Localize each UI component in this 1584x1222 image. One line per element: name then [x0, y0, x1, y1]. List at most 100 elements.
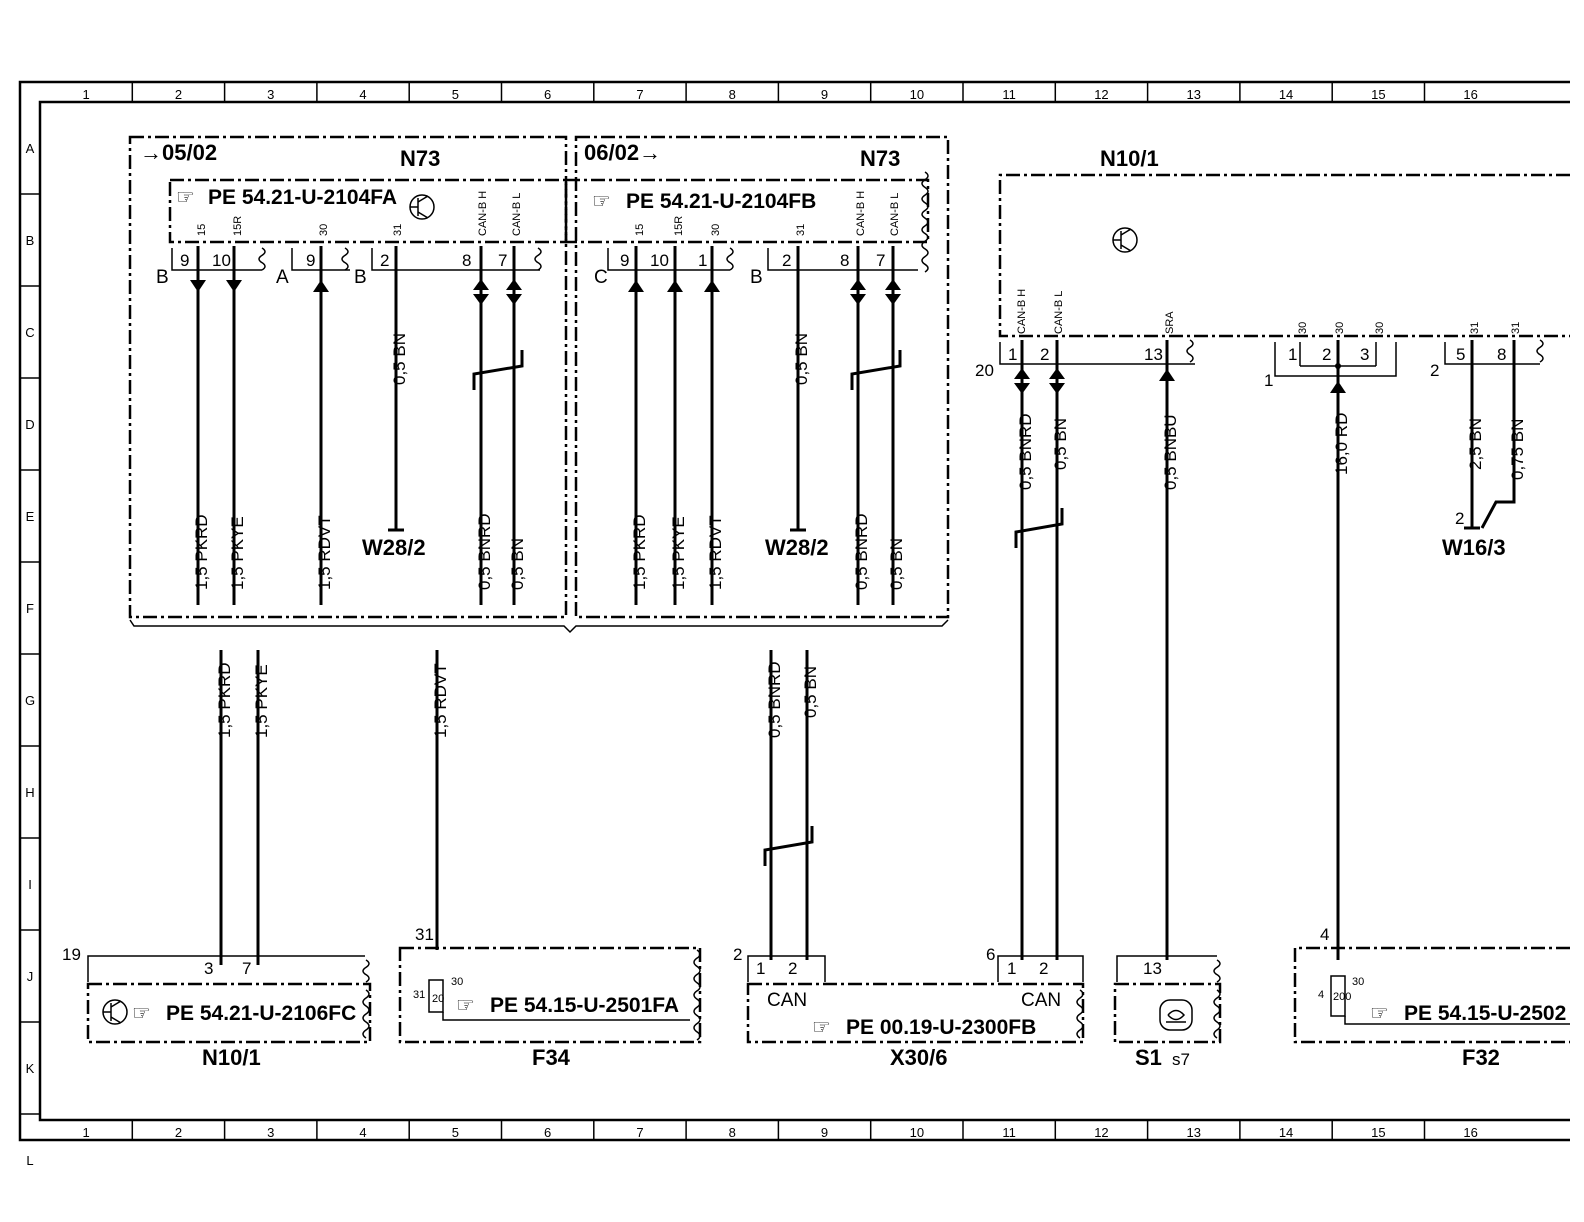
wire-label: 2,5 BN — [1466, 418, 1485, 470]
pin-number: 3 — [204, 959, 213, 978]
transistor-icon — [102, 999, 128, 1025]
ground-label: W28/2 — [765, 535, 829, 560]
pin-number: 2 — [788, 959, 797, 978]
plug-label: C — [594, 267, 608, 288]
wire-label: 1,5 RDVT — [315, 515, 334, 590]
pin-number: 7 — [242, 959, 251, 978]
pin-name: 4 — [1318, 989, 1324, 1001]
wire-label: 1,5 RDVT — [431, 663, 450, 738]
break-mark — [726, 247, 734, 271]
pin-number: 9 — [306, 251, 315, 270]
pin-name: 15R — [673, 216, 685, 236]
reference-label: PE 54.21-U-2104FB — [626, 190, 816, 213]
column-number: 9 — [821, 1125, 828, 1140]
pin-number: 9 — [180, 251, 189, 270]
wire-lines — [1299, 340, 1377, 960]
component-sublabel: s7 — [1172, 1050, 1190, 1069]
pin-number: 2 — [1322, 345, 1331, 364]
pin-number: 10 — [212, 251, 231, 270]
row-letter: K — [26, 1061, 35, 1076]
row-letter: C — [25, 325, 34, 340]
column-number: 9 — [821, 87, 828, 102]
s1-switch: 13 S1 s7 — [1113, 955, 1222, 1070]
column-number: 14 — [1279, 1125, 1293, 1140]
column-number: 16 — [1463, 87, 1477, 102]
wire-label: 0,5 BNRD — [1016, 413, 1035, 490]
pin-number: 2 — [782, 251, 791, 270]
pin-name: SRA — [1164, 311, 1176, 334]
row-letter: H — [25, 785, 34, 800]
component-label: F34 — [532, 1045, 571, 1070]
column-number: 4 — [359, 1125, 366, 1140]
column-number: 13 — [1187, 87, 1201, 102]
column-number: 2 — [175, 87, 182, 102]
column-number: 4 — [359, 87, 366, 102]
wire-label: 0,5 BN — [508, 538, 527, 590]
module-label: N10/1 — [1100, 146, 1159, 171]
direction-arrows — [190, 279, 522, 305]
column-number: 12 — [1094, 87, 1108, 102]
ref-marker: ☞ — [132, 1002, 151, 1025]
pin-name: 30 — [1352, 976, 1364, 988]
wire-label: 0,5 BNRD — [765, 661, 784, 738]
group-brace — [129, 619, 949, 634]
pin-name: CAN-B H — [855, 191, 867, 236]
break-mark — [1213, 959, 1221, 983]
wire-lines — [196, 246, 524, 605]
wire-label: 0,5 BN — [792, 333, 811, 385]
ref-marker: ☞ — [456, 994, 475, 1017]
break-mark — [534, 247, 542, 271]
connector-number: 2 — [1430, 361, 1439, 380]
middle-wires — [219, 650, 814, 965]
wire-label: 0,5 BNRD — [852, 513, 871, 590]
direction-arrows — [1014, 368, 1175, 394]
connector-number: 2 — [733, 945, 742, 964]
column-number: 5 — [452, 1125, 459, 1140]
row-letter: J — [27, 969, 34, 984]
pin-number: 1 — [1008, 345, 1017, 364]
x30-connector: 2 6 1 2 1 2 CAN CAN ☞ PE 00.19-U-2300FB … — [733, 945, 1085, 1070]
module-label: N73 — [400, 146, 440, 171]
pin-number: 1 — [1007, 959, 1016, 978]
column-number: 15 — [1371, 1125, 1385, 1140]
plug-label: A — [276, 267, 289, 288]
date-label: 06/02→ — [584, 140, 661, 165]
pin-name: CAN-B L — [511, 193, 523, 236]
reference-label: PE 54.15-U-2502 — [1404, 1002, 1566, 1025]
row-letter: D — [25, 417, 34, 432]
n73-module-left: →05/02 N73 ☞ PE 54.21-U-2104FA B A B 15 … — [128, 135, 568, 619]
connector-number: 31 — [415, 925, 434, 944]
can-label: CAN — [767, 990, 807, 1011]
break-mark — [341, 247, 349, 271]
wire-label: 1,5 RDVT — [706, 515, 725, 590]
break-mark — [1186, 339, 1194, 363]
column-number: 12 — [1094, 1125, 1108, 1140]
column-number: 6 — [544, 87, 551, 102]
direction-arrows — [628, 279, 901, 305]
wire-label: 16,0 RD — [1332, 413, 1351, 475]
pin-number: 3 — [1360, 345, 1369, 364]
pin-name: 15R — [232, 216, 244, 236]
wire-label: 1,5 PKRD — [192, 514, 211, 590]
wire-label: 1,5 PKYE — [669, 516, 688, 590]
wire-lines — [634, 246, 902, 605]
break-mark — [1536, 339, 1544, 363]
wire-label: 0,5 BN — [390, 333, 409, 385]
column-number: 1 — [83, 1125, 90, 1140]
row-letter: A — [26, 141, 35, 156]
pin-name: CAN-B H — [477, 191, 489, 236]
wire-label: 1,5 PKYE — [252, 664, 271, 738]
pin-number: 8 — [1497, 345, 1506, 364]
n10-module-lower: 19 3 7 ☞ PE 54.21-U-2106FC N10/1 — [62, 945, 372, 1070]
ground-label: W16/3 — [1442, 535, 1506, 560]
wire-label: 0,5 BNBU — [1161, 414, 1180, 490]
row-letter: G — [25, 693, 35, 708]
column-number: 8 — [729, 87, 736, 102]
pin-name: CAN-B H — [1016, 289, 1028, 334]
can-label: CAN — [1021, 990, 1061, 1011]
pin-name: 30 — [1297, 322, 1309, 334]
break-marks — [258, 171, 1544, 1041]
pin-name: CAN-B L — [1053, 291, 1065, 334]
reference-label: PE 54.21-U-2104FA — [208, 186, 397, 209]
